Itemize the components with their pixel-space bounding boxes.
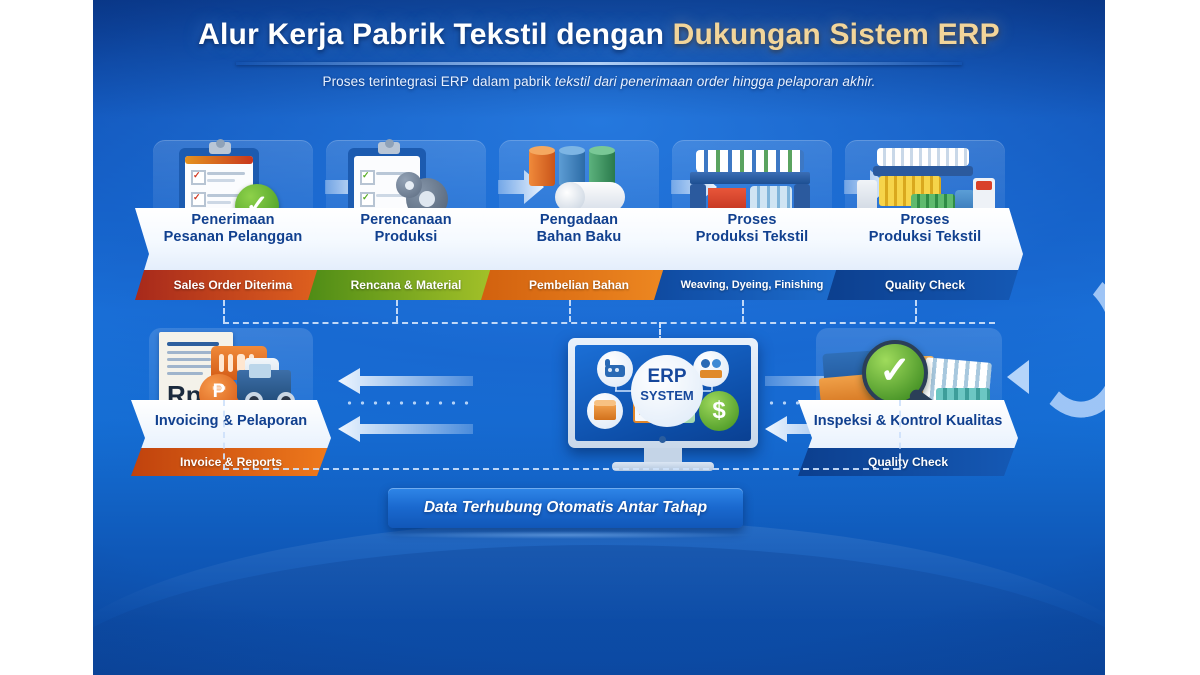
step-4-title: Proses Produksi Tekstil xyxy=(654,212,850,246)
step-4-title-line2: Produksi Tekstil xyxy=(654,229,850,246)
invoicing-ribbon: Invoice & Reports xyxy=(131,448,331,476)
title-main: Alur Kerja Pabrik Tekstil dengan xyxy=(198,18,673,51)
step-1-title-line1: Penerimaan xyxy=(135,212,331,229)
quality-chevron: Inspeksi & Kontrol Kualitas Quality Chec… xyxy=(798,400,1018,476)
invoicing-chevron: Invoicing & Pelaporan Invoice & Reports xyxy=(131,400,331,476)
quality-title: Inspeksi & Kontrol Kualitas xyxy=(798,413,1018,429)
dash-bottom-horizontal xyxy=(223,468,899,470)
drop-line-3 xyxy=(569,300,571,322)
quality-card[interactable]: ✓ Inspeksi & Kontrol Kualitas Quality Ch… xyxy=(798,328,1018,476)
step-4-chevron: Proses Produksi Tekstil Weaving, Dyeing,… xyxy=(654,208,850,300)
step-5-title: Proses Produksi Tekstil xyxy=(827,212,1023,246)
step-2-title-line2: Produksi xyxy=(308,229,504,246)
step-1-title-line2: Pesanan Pelanggan xyxy=(135,229,331,246)
step-1-body: Penerimaan Pesanan Pelanggan xyxy=(135,208,331,270)
poster-background: Alur Kerja Pabrik Tekstil dengan Dukunga… xyxy=(93,0,1105,675)
erp-core-circle: ERP SYSTEM xyxy=(631,355,703,427)
monitor-base xyxy=(612,462,714,471)
step-4-body: Proses Produksi Tekstil xyxy=(654,208,850,270)
erp-system-monitor[interactable]: $ ERP SYSTEM xyxy=(568,338,764,476)
footer-banner-label: Data Terhubung Otomatis Antar Tahap xyxy=(388,488,743,528)
quality-ribbon-label: Quality Check xyxy=(798,448,1018,476)
step-3-ribbon: Pembelian Bahan xyxy=(481,270,677,300)
dash-right-vertical xyxy=(899,400,901,470)
dotted-link-left xyxy=(343,401,473,405)
erp-subtitle: SYSTEM xyxy=(631,388,703,403)
step-4-title-line1: Proses xyxy=(654,212,850,229)
step-card-1[interactable]: ✓ ✓ ✓ Penerimaan Pesanan Pelanggan xyxy=(135,139,331,300)
invoicing-card[interactable]: Rp ₱ Invoicing & Pelaporan xyxy=(131,328,331,476)
monitor-power-dot xyxy=(659,436,666,443)
step-card-5[interactable]: Proses Produksi Tekstil Quality Check xyxy=(827,140,1023,300)
step-1-ribbon: Sales Order Diterima xyxy=(135,270,331,300)
step-5-ribbon: Quality Check xyxy=(827,270,1023,300)
step-card-3[interactable]: Pengadaan Bahan Baku Pembelian Bahan xyxy=(481,140,677,300)
page-subtitle: Proses terintegrasi ERP dalam pabrik tek… xyxy=(93,74,1105,89)
step-2-title: Perencanaan Produksi xyxy=(308,212,504,246)
vignette-overlay xyxy=(93,0,1105,675)
step-3-chevron: Pengadaan Bahan Baku Pembelian Bahan xyxy=(481,208,677,300)
step-5-body: Proses Produksi Tekstil xyxy=(827,208,1023,270)
drop-line-2 xyxy=(396,300,398,322)
monitor-bezel: $ ERP SYSTEM xyxy=(568,338,758,448)
dash-left-vertical xyxy=(223,400,225,470)
step-3-ribbon-label: Pembelian Bahan xyxy=(481,270,677,300)
step-5-chevron: Proses Produksi Tekstil Quality Check xyxy=(827,208,1023,300)
feedback-loop-arrow-icon xyxy=(1007,261,1105,425)
step-3-title-line1: Pengadaan xyxy=(481,212,677,229)
step-card-4[interactable]: Proses Produksi Tekstil Weaving, Dyeing,… xyxy=(654,140,850,300)
erp-link-left xyxy=(615,390,639,392)
step-card-2[interactable]: ✓ ✓ Perencanaan Produksi xyxy=(308,139,504,300)
step-2-ribbon: Rencana & Material xyxy=(308,270,504,300)
footer-banner: Data Terhubung Otomatis Antar Tahap xyxy=(388,488,743,528)
quality-body: Inspeksi & Kontrol Kualitas xyxy=(798,400,1018,448)
step-2-body: Perencanaan Produksi xyxy=(308,208,504,270)
people-gear-icon xyxy=(693,351,729,387)
erp-feed-line xyxy=(659,322,661,342)
page-title: Alur Kerja Pabrik Tekstil dengan Dukunga… xyxy=(93,18,1105,52)
dollar-icon: $ xyxy=(699,391,739,431)
step-5-title-line1: Proses xyxy=(827,212,1023,229)
step-1-ribbon-label: Sales Order Diterima xyxy=(135,270,331,300)
erp-title: ERP xyxy=(631,367,703,386)
invoicing-title: Invoicing & Pelaporan xyxy=(131,413,331,429)
step-4-ribbon-label: Weaving, Dyeing, Finishing xyxy=(654,270,850,300)
factory-icon xyxy=(597,351,633,387)
poster-header: Alur Kerja Pabrik Tekstil dengan Dukunga… xyxy=(93,0,1105,89)
quality-ribbon: Quality Check xyxy=(798,448,1018,476)
step-1-chevron: Penerimaan Pesanan Pelanggan Sales Order… xyxy=(135,208,331,300)
loop-arrowhead xyxy=(1007,360,1029,394)
step-2-ribbon-label: Rencana & Material xyxy=(308,270,504,300)
horizontal-bus-line xyxy=(223,322,995,324)
drop-line-1 xyxy=(223,300,225,322)
step-3-title-line2: Bahan Baku xyxy=(481,229,677,246)
monitor-neck xyxy=(644,448,682,462)
step-5-title-line2: Produksi Tekstil xyxy=(827,229,1023,246)
step-1-title: Penerimaan Pesanan Pelanggan xyxy=(135,212,331,246)
banner-glow xyxy=(376,531,755,539)
subtitle-plain: Proses terintegrasi ERP dalam pabrik xyxy=(322,74,554,89)
box-icon xyxy=(587,393,623,429)
drop-line-4 xyxy=(742,300,744,322)
erp-hub-row: Rp ₱ Invoicing & Pelaporan xyxy=(93,328,1105,478)
drop-line-5 xyxy=(915,300,917,322)
step-4-ribbon: Weaving, Dyeing, Finishing xyxy=(654,270,850,300)
step-2-chevron: Perencanaan Produksi Rencana & Material xyxy=(308,208,504,300)
subtitle-italic: tekstil dari penerimaan order hingga pel… xyxy=(555,74,876,89)
step-3-title: Pengadaan Bahan Baku xyxy=(481,212,677,246)
title-divider xyxy=(236,62,962,65)
invoicing-ribbon-label: Invoice & Reports xyxy=(131,448,331,476)
step-5-ribbon-label: Quality Check xyxy=(827,270,1023,300)
monitor-screen: $ ERP SYSTEM xyxy=(575,345,751,441)
process-step-row: ✓ ✓ ✓ Penerimaan Pesanan Pelanggan xyxy=(93,139,1105,300)
step-3-body: Pengadaan Bahan Baku xyxy=(481,208,677,270)
invoicing-body: Invoicing & Pelaporan xyxy=(131,400,331,448)
step-2-title-line1: Perencanaan xyxy=(308,212,504,229)
title-accent: Dukungan Sistem ERP xyxy=(673,18,1000,51)
top-glow xyxy=(93,0,1105,118)
